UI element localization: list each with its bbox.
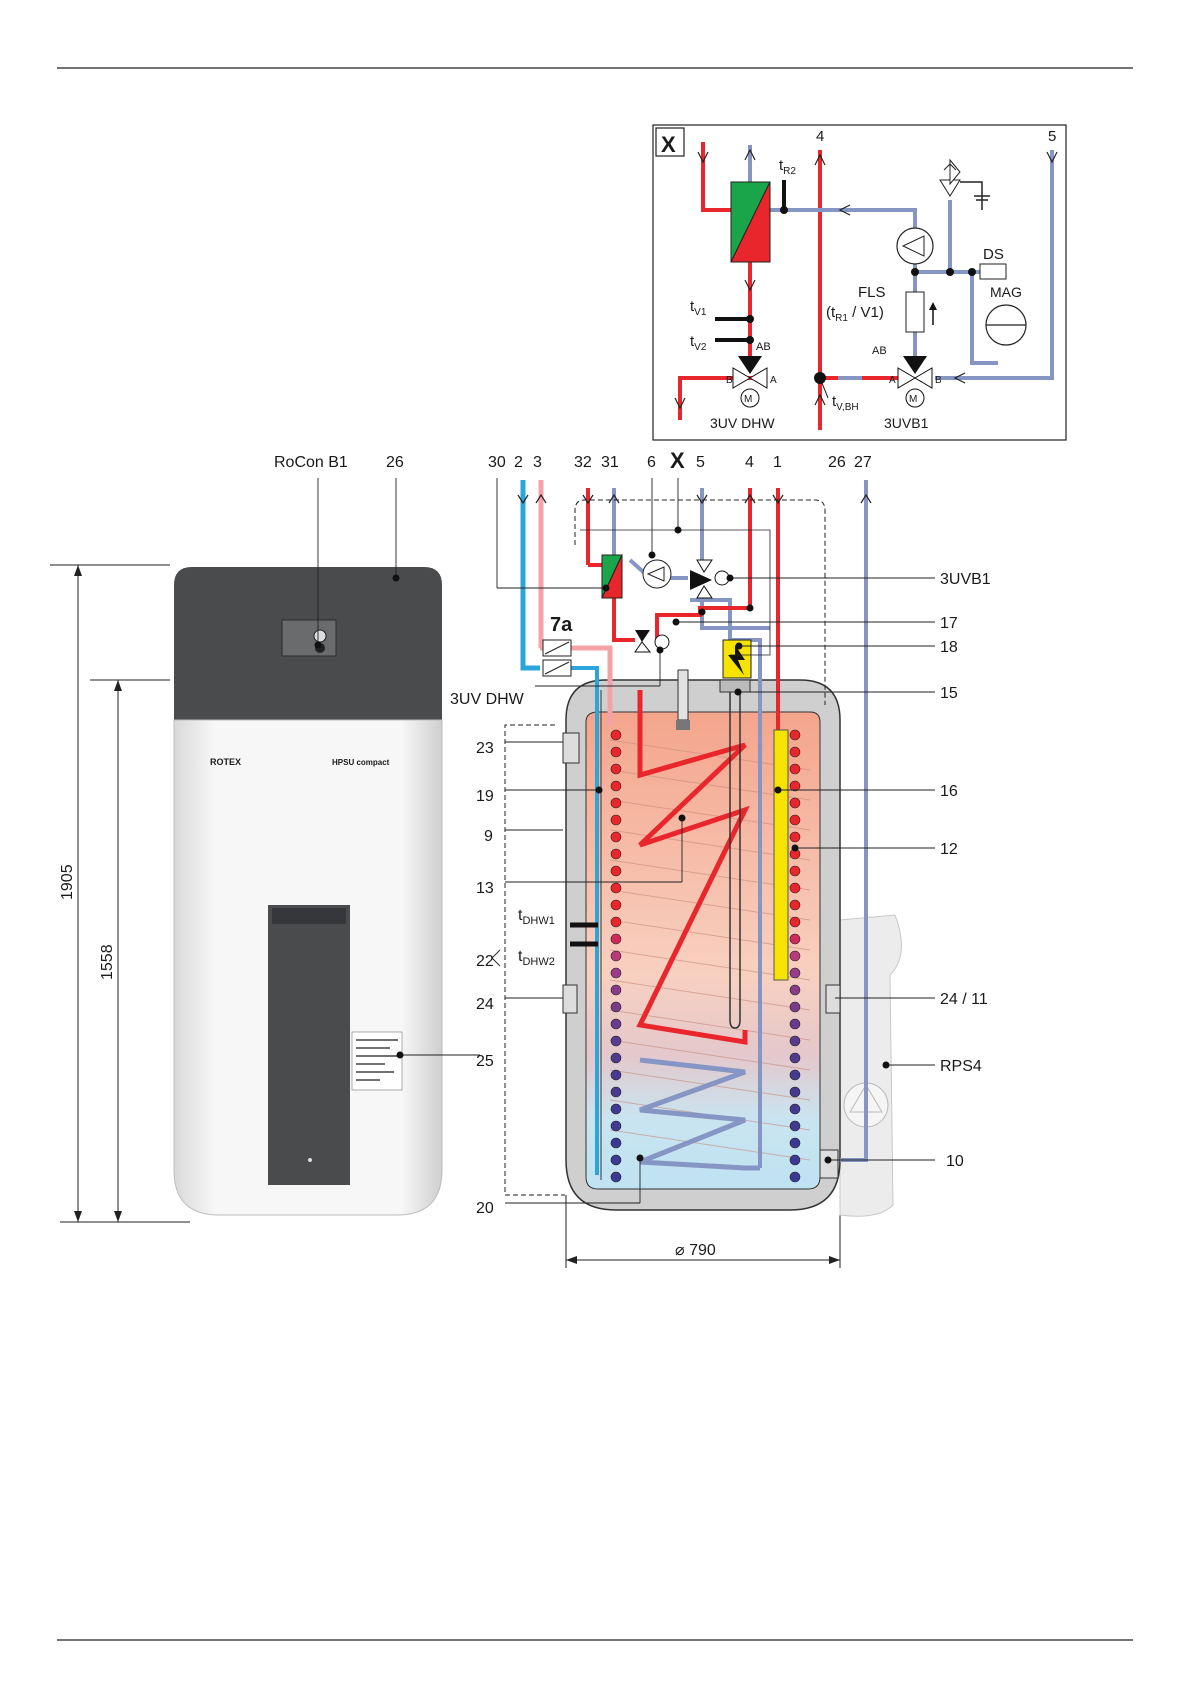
cold-water-pipe xyxy=(523,480,540,668)
heat-pump-unit: ROTEX HPSU compact xyxy=(174,567,442,1215)
label-t-dhw1: tDHW1 xyxy=(518,907,555,927)
label-27: 27 xyxy=(854,454,872,471)
valve-b-label: B xyxy=(726,375,733,386)
label-5: 5 xyxy=(696,454,705,471)
label-26-right: 26 xyxy=(828,454,846,471)
label-rps4: RPS4 xyxy=(940,1058,982,1075)
label-31: 31 xyxy=(601,454,619,471)
label-19: 19 xyxy=(476,788,494,805)
label-16: 16 xyxy=(940,783,958,800)
label-15: 15 xyxy=(940,685,958,702)
label-4: 4 xyxy=(745,454,754,471)
label-2: 2 xyxy=(514,454,523,471)
label-32: 32 xyxy=(574,454,592,471)
storage-tank-section xyxy=(523,480,866,1210)
label-24-11: 24 / 11 xyxy=(940,991,988,1008)
label-t-dhw2: tDHW2 xyxy=(518,948,555,968)
ds-label: DS xyxy=(983,246,1004,263)
label-13: 13 xyxy=(476,880,494,897)
rps4-ghost xyxy=(840,915,901,1216)
brand-rotex: ROTEX xyxy=(210,757,241,767)
backup-heater-element xyxy=(774,730,788,980)
detail-x-panel: X 4 5 tR2 tV1 tV2 AB xyxy=(653,125,1066,440)
label-18: 18 xyxy=(940,639,958,656)
fls-label: FLS xyxy=(858,284,886,301)
hot-water-pipe xyxy=(540,480,541,648)
label-10: 10 xyxy=(946,1153,964,1170)
dim-1905: 1905 xyxy=(59,864,76,900)
label-20: 20 xyxy=(476,1200,494,1217)
left-callouts: 7a 3UV DHW 23 19 9 13 tDHW1 tDHW2 22 24 … xyxy=(450,614,573,1217)
detail-port-5: 5 xyxy=(1048,128,1056,145)
label-x: X xyxy=(670,448,685,473)
label-rocon: RoCon B1 xyxy=(274,454,348,471)
dim-diameter: ⌀ 790 xyxy=(675,1242,716,1259)
label-30: 30 xyxy=(488,454,506,471)
label-7a: 7a xyxy=(550,614,573,636)
valve-a-right: A xyxy=(889,375,896,386)
model-label: HPSU compact xyxy=(332,758,390,767)
label-3uv-dhw-detail: 3UV DHW xyxy=(710,415,775,431)
valve-ab-left: AB xyxy=(756,341,771,353)
label-1: 1 xyxy=(773,454,782,471)
label-26-left: 26 xyxy=(386,454,404,471)
valve-ab-right: AB xyxy=(872,345,887,357)
valve-b-right: B xyxy=(935,375,942,386)
top-callouts: RoCon B1 26 30 2 3 32 31 6 X 5 4 1 26 27 xyxy=(274,448,872,473)
right-callouts: 3UVB1 17 18 15 16 12 24 / 11 RPS4 10 xyxy=(940,571,991,1170)
label-9: 9 xyxy=(484,828,493,845)
label-3uvb1-detail: 3UVB1 xyxy=(884,415,929,431)
label-17: 17 xyxy=(940,615,958,632)
valve-a-label: A xyxy=(770,375,777,386)
motor-m-right: M xyxy=(909,394,917,405)
label-25: 25 xyxy=(476,1053,494,1070)
label-12: 12 xyxy=(940,841,958,858)
label-3uv-dhw: 3UV DHW xyxy=(450,691,525,708)
label-3: 3 xyxy=(533,454,542,471)
label-24: 24 xyxy=(476,996,494,1013)
dim-1558: 1558 xyxy=(99,944,116,980)
motor-m-left: M xyxy=(744,394,752,405)
detail-port-4: 4 xyxy=(816,128,824,145)
label-6: 6 xyxy=(647,454,656,471)
mag-label: MAG xyxy=(990,284,1022,300)
label-23: 23 xyxy=(476,740,494,757)
label-3uvb1: 3UVB1 xyxy=(940,571,991,588)
detail-x-letter: X xyxy=(661,132,676,157)
label-22: 22 xyxy=(476,953,494,970)
